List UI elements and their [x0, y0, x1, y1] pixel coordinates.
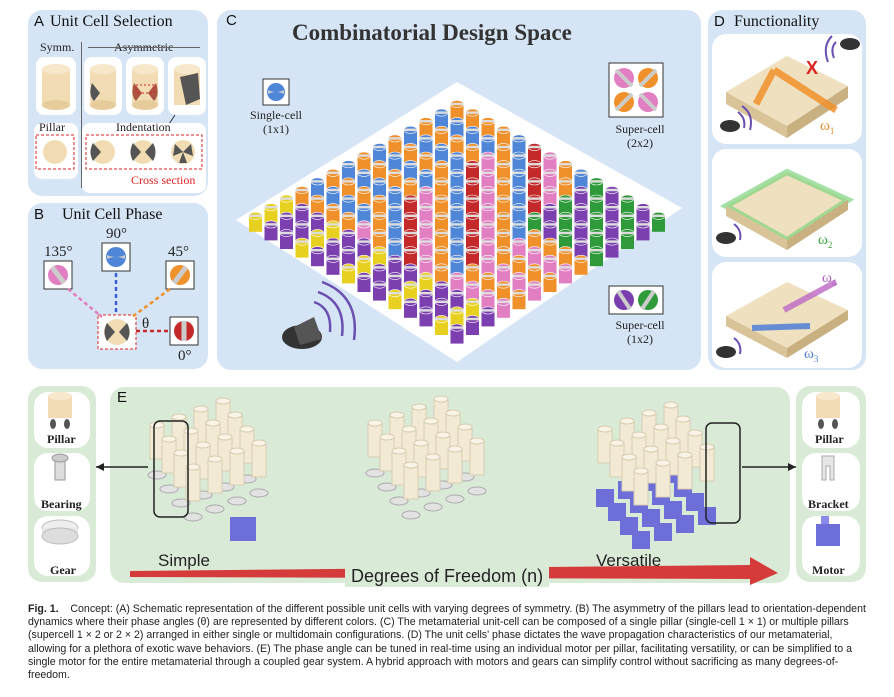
panel-a-letter: A: [34, 13, 45, 30]
left-label-gear: Gear: [50, 563, 76, 577]
omega-1: ω1: [820, 118, 835, 136]
metamaterial-grid: [236, 82, 682, 362]
unit-cell-pillars: [34, 57, 206, 193]
pillar-label: Pillar: [39, 120, 65, 134]
divider-h: [88, 47, 200, 48]
super-cell-2x2-label: Super-cell(2x2): [615, 122, 665, 150]
cross-section-label: Cross section: [131, 173, 196, 187]
symm-label: Symm.: [40, 40, 75, 54]
angle-90: 90°: [106, 226, 127, 242]
theta-label: θ: [142, 316, 150, 332]
left-label-pillar: Pillar: [47, 432, 76, 446]
indentation-label: Indentation: [116, 120, 171, 134]
caption-text: Concept: (A) Schematic representation of…: [28, 603, 866, 682]
super-cell-1x2-box: [608, 285, 664, 315]
omega-3: ω3: [804, 346, 819, 364]
right-label-bracket: Bracket: [808, 497, 849, 511]
versatile-label: Versatile: [596, 551, 662, 570]
panel-c-letter: C: [226, 12, 237, 29]
panel-c-title: Combinatorial Design Space: [292, 20, 572, 45]
panel-a-title: Unit Cell Selection: [50, 13, 173, 30]
panel-d-title: Functionality: [734, 13, 820, 30]
speaker-icon: [282, 280, 357, 349]
x-mark: X: [806, 58, 819, 78]
speaker-icon: [720, 105, 752, 132]
angle-45: 45°: [168, 244, 189, 260]
mechanism-renders: [130, 395, 778, 585]
single-cell-box: [262, 78, 290, 106]
panel-b-title: Unit Cell Phase: [62, 206, 163, 223]
functionality-diagrams: [716, 35, 860, 358]
panel-e-letter: E: [117, 389, 128, 406]
right-label-motor: Motor: [812, 563, 845, 577]
super-cell-2x2-box: [608, 62, 664, 118]
simple-label: Simple: [158, 551, 210, 570]
single-cell-label: Single-cell(1x1): [250, 108, 302, 136]
left-label-bearing: Bearing: [41, 497, 82, 511]
speaker-icon: [716, 337, 742, 358]
divider: [81, 42, 82, 188]
super-cell-1x2-label: Super-cell(1x2): [615, 318, 665, 346]
panel-d-letter: D: [714, 13, 725, 30]
figure-number: Fig. 1.: [28, 603, 59, 615]
speaker-icon: [824, 35, 860, 63]
phase-diagram: [43, 242, 199, 350]
angle-135: 135°: [44, 244, 73, 260]
dof-label: Degrees of Freedom (n): [345, 566, 550, 587]
speaker-icon: [716, 223, 742, 244]
panel-b-letter: B: [34, 206, 45, 223]
component-icons: [41, 392, 840, 546]
figure-caption: Fig. 1. Concept: (A) Schematic represent…: [28, 603, 868, 682]
omega-4: ω4: [822, 270, 837, 288]
omega-2: ω2: [818, 232, 833, 250]
angle-0: 0°: [178, 348, 192, 364]
right-label-pillar: Pillar: [815, 432, 844, 446]
